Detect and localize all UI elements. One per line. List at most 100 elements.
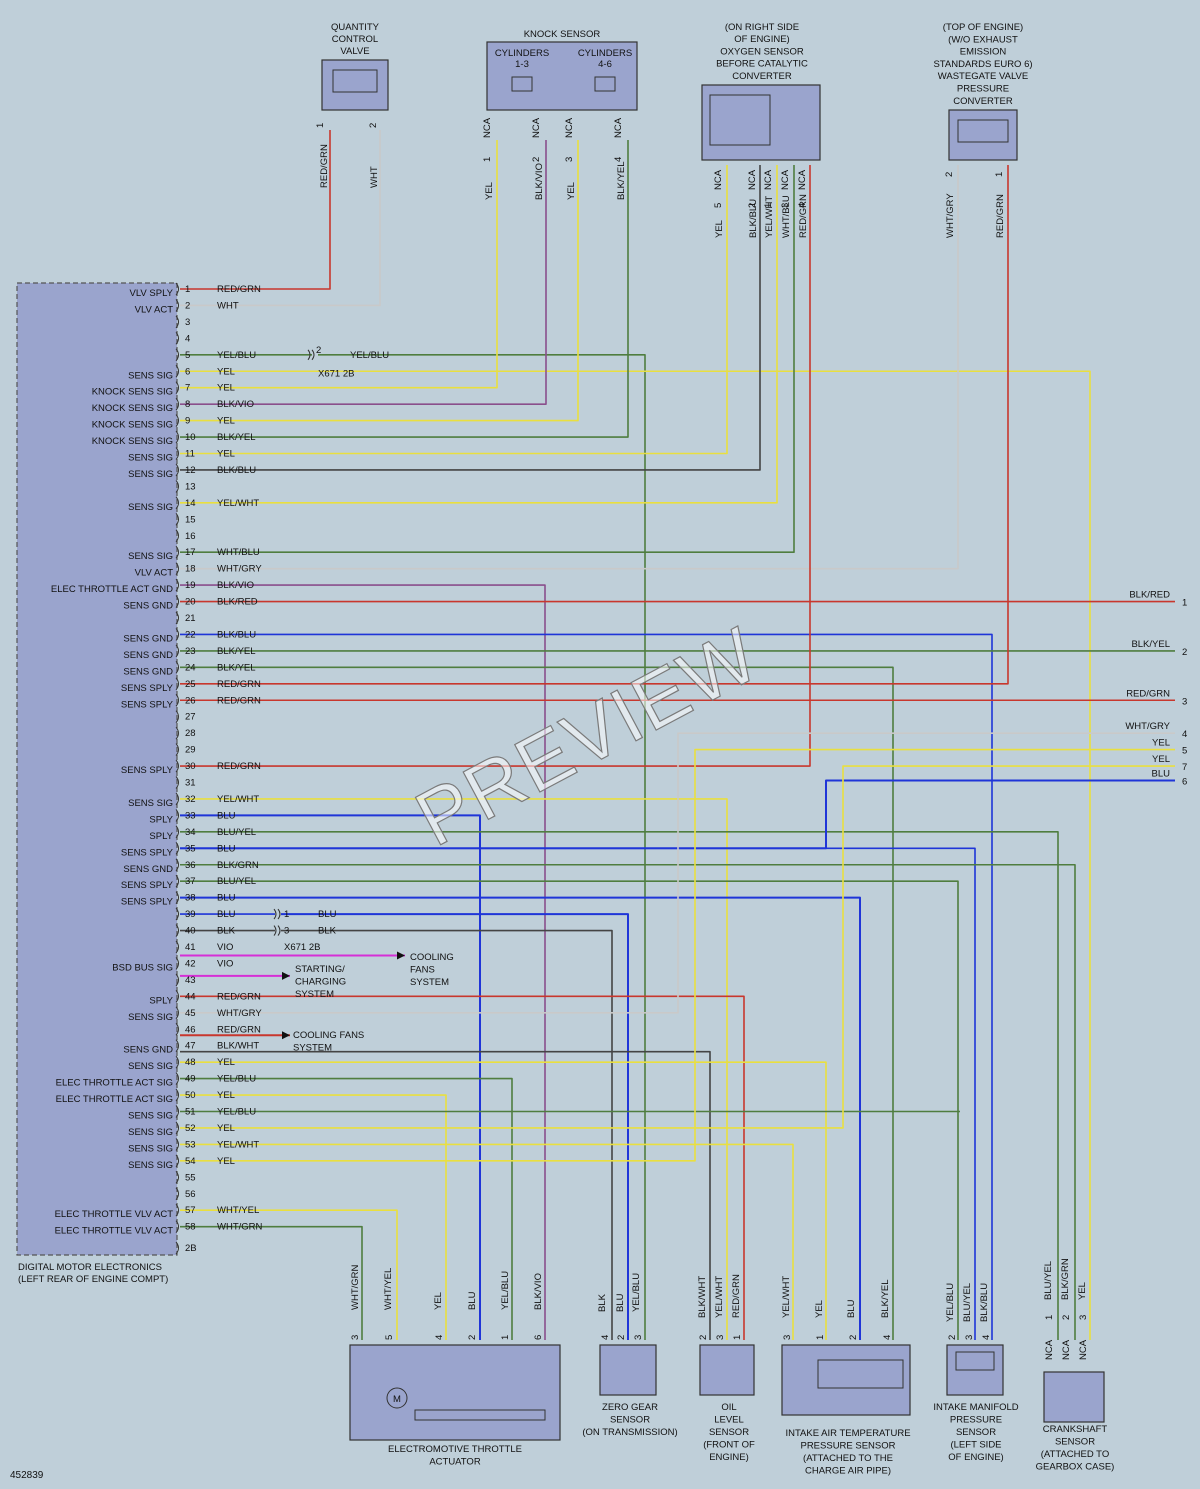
wire-iat-3 bbox=[180, 1143, 794, 1340]
crank-pin: 1 bbox=[1044, 1315, 1055, 1320]
throttle-wire: BLK/VIO bbox=[533, 1273, 544, 1310]
pin-connector bbox=[175, 726, 179, 740]
pin-connector bbox=[175, 858, 179, 872]
wire-map-2 bbox=[180, 880, 959, 1340]
exit-wire-label: YEL bbox=[1152, 754, 1170, 765]
pin-wire-label: RED/GRN bbox=[217, 284, 261, 295]
wire-map-4 bbox=[180, 633, 993, 1340]
pin-signal-label: SENS SIG bbox=[128, 370, 173, 381]
pin-connector bbox=[175, 545, 179, 559]
pin-wire-label: RED/GRN bbox=[217, 991, 261, 1002]
throttle-motor bbox=[386, 1387, 408, 1409]
pin-signal-label: ELEC THROTTLE VLV ACT bbox=[55, 1226, 174, 1237]
wastegate-wire: RED/GRN bbox=[995, 194, 1006, 238]
throttle-pot bbox=[414, 1409, 546, 1421]
qcv-title: VALVE bbox=[340, 46, 369, 57]
wire-map-3 bbox=[180, 847, 976, 1340]
pin-signal-label: KNOCK SENS SIG bbox=[92, 387, 173, 398]
pin-connector bbox=[175, 891, 179, 904]
pin-number: 45 bbox=[185, 1008, 196, 1019]
pin-number: 7 bbox=[185, 383, 190, 394]
throttle-pin: 1 bbox=[500, 1335, 511, 1340]
o2-nca: NCA bbox=[797, 169, 808, 190]
wastegate-title: WASTEGATE VALVE bbox=[938, 71, 1028, 82]
pin-number: 53 bbox=[185, 1139, 196, 1150]
throttle-pin: 3 bbox=[350, 1335, 361, 1340]
pin-wire-label: RED/GRN bbox=[217, 1024, 261, 1035]
pin-wire-label: YEL/WHT bbox=[217, 794, 259, 805]
knock-nca: NCA bbox=[613, 117, 624, 138]
wire-o2-1 bbox=[180, 165, 778, 504]
knock-element bbox=[511, 76, 533, 92]
o2-title: OF ENGINE) bbox=[734, 34, 789, 45]
wire-throttle-4 bbox=[180, 1094, 447, 1340]
map-pin: 2 bbox=[947, 1335, 958, 1340]
iat-wire: YEL bbox=[814, 1300, 825, 1318]
splice-connector: X671 2B bbox=[284, 942, 320, 953]
wire-knock-1 bbox=[180, 140, 498, 389]
qcv-pin: 2 bbox=[368, 123, 379, 128]
pin-number: 1 bbox=[185, 284, 190, 295]
wastegate-title: EMISSION bbox=[960, 47, 1007, 58]
wire-pin5-zerogear bbox=[318, 353, 646, 1340]
wire-o2-4 bbox=[180, 165, 811, 767]
pin-signal-label: SENS SPLY bbox=[121, 880, 174, 891]
exit-wire-label: RED/GRN bbox=[1126, 688, 1170, 699]
iat-element bbox=[817, 1359, 904, 1389]
splice-mark bbox=[273, 925, 281, 936]
knock-nca: NCA bbox=[564, 117, 575, 138]
pin-number: 21 bbox=[185, 613, 196, 624]
pin-connector bbox=[175, 1138, 179, 1151]
pin-number: 26 bbox=[185, 695, 196, 706]
pin-number: 27 bbox=[185, 712, 196, 723]
wire-exit-7 bbox=[180, 765, 1175, 1129]
pin-wire-label: YEL/BLU bbox=[217, 1074, 256, 1085]
pin-number: 51 bbox=[185, 1107, 196, 1118]
pin-number: 54 bbox=[185, 1156, 196, 1167]
pin-connector bbox=[175, 562, 179, 575]
pin-signal-label: ELEC THROTTLE VLV ACT bbox=[55, 1209, 174, 1220]
pin-signal-label: SENS GND bbox=[123, 864, 173, 875]
pin-number: 11 bbox=[185, 449, 195, 460]
wire-o2-2 bbox=[180, 165, 761, 471]
pin-signal-label: SENS GND bbox=[123, 666, 173, 677]
wastegate-coil bbox=[957, 119, 1009, 143]
pin-wire-label: VIO bbox=[217, 942, 233, 953]
wire-throttle-5 bbox=[180, 1209, 398, 1340]
crank-title: CRANKSHAFT bbox=[1043, 1424, 1108, 1435]
iat-title: INTAKE AIR TEMPERATURE bbox=[785, 1428, 910, 1439]
pin-signal-label: SENS SPLY bbox=[121, 897, 174, 908]
pin-wire-label: BLK/YEL bbox=[217, 662, 256, 673]
pin-connector bbox=[175, 710, 179, 724]
pin-number: 52 bbox=[185, 1123, 196, 1134]
pin-connector bbox=[175, 1121, 179, 1135]
crank-nca: NCA bbox=[1078, 1339, 1089, 1360]
labels-layer: DIGITAL MOTOR ELECTRONICS(LEFT REAR OF E… bbox=[18, 22, 1187, 1477]
pin-number: 10 bbox=[185, 432, 196, 443]
pin-wire-label: RED/GRN bbox=[217, 695, 261, 706]
qcv-pin: 1 bbox=[315, 123, 326, 128]
o2-nca: NCA bbox=[713, 169, 724, 190]
zerogear-wire: YEL/BLU bbox=[631, 1273, 642, 1312]
pin-wire-label: BLK/VIO bbox=[217, 399, 254, 410]
exit-number: 1 bbox=[1182, 598, 1187, 609]
crank-wire: BLU/YEL bbox=[1043, 1261, 1054, 1300]
wire-throttle-3 bbox=[180, 1225, 363, 1340]
o2-wire: WHT/BLU bbox=[781, 195, 792, 238]
pin-connector bbox=[175, 924, 179, 937]
exit-wire-label: BLK/RED bbox=[1129, 590, 1170, 601]
knock-wire: YEL bbox=[484, 182, 495, 200]
pin-connector bbox=[175, 315, 179, 329]
exit-number: 3 bbox=[1182, 696, 1187, 707]
pin-connector bbox=[175, 578, 179, 592]
pin-connector bbox=[175, 825, 179, 839]
wastegate-title: STANDARDS EURO 6) bbox=[933, 59, 1032, 70]
pin-signal-label: SENS SIG bbox=[128, 1111, 173, 1122]
pin-connector bbox=[175, 496, 179, 510]
knock-nca: NCA bbox=[482, 117, 493, 138]
splice-pin: 3 bbox=[284, 926, 289, 937]
knock-wire: YEL bbox=[566, 182, 577, 200]
oil-title: (FRONT OF bbox=[703, 1440, 755, 1451]
pin-signal-label: SENS SIG bbox=[128, 551, 173, 562]
throttle-box bbox=[349, 1344, 561, 1441]
